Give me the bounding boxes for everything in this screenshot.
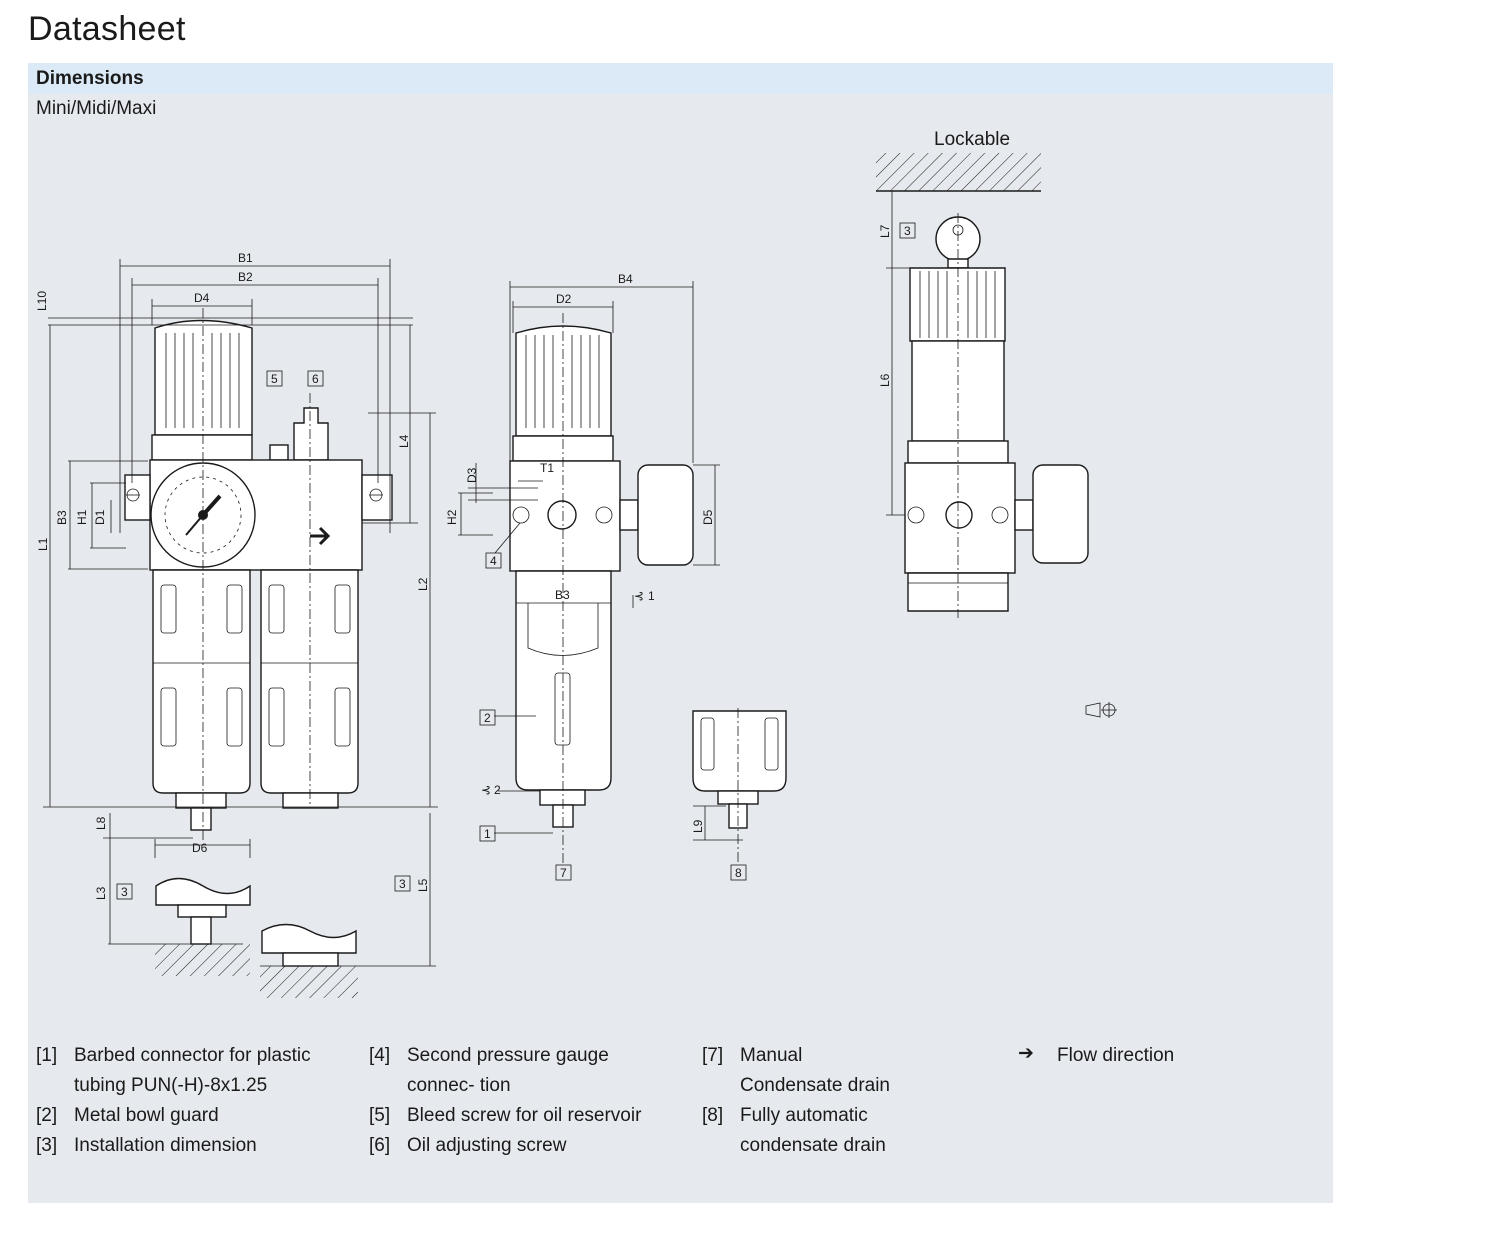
callout-1: 1 [484, 827, 491, 841]
dim-label-l2: L2 [416, 577, 430, 591]
wrench-symbol-1: ⊰ [634, 589, 644, 603]
regulator-side-view: B4 D2 T1 D3 H2 D5 B3 ⊰ 1 ⊰ 2 4 2 1 7 [445, 272, 720, 881]
callout-3-mid: 3 [399, 877, 406, 891]
callout-3-right: 3 [904, 224, 911, 238]
lockable-variant: Lockable [876, 129, 1117, 718]
dim-label-l6: L6 [878, 373, 892, 387]
callout-5: 5 [271, 372, 278, 386]
dimensions-panel: Dimensions Mini/Midi/Maxi [28, 63, 1333, 1203]
dim-label-b3-left: B3 [55, 510, 69, 525]
callout-2: 2 [484, 711, 491, 725]
page-title: Datasheet [28, 10, 186, 48]
lockable-label: Lockable [934, 129, 1010, 150]
section-title: Dimensions [36, 68, 144, 89]
dim-label-d5: D5 [701, 509, 715, 525]
dim-label-d4: D4 [194, 291, 210, 305]
frl-unit-front-view: B1 B2 D4 L10 L1 B3 H1 D1 L4 L2 L8 D6 L3 … [35, 251, 438, 998]
automatic-drain-detail: L9 8 [691, 708, 787, 881]
dim-label-wrench1: 1 [648, 589, 655, 603]
dim-label-b4: B4 [618, 272, 633, 286]
callout-3-left: 3 [121, 885, 128, 899]
callout-7: 7 [560, 866, 567, 880]
panel-header: Dimensions [28, 63, 1333, 94]
dim-label-l1: L1 [36, 537, 50, 551]
callout-8: 8 [735, 866, 742, 880]
dim-label-l4: L4 [397, 434, 411, 448]
dim-label-l7: L7 [878, 224, 892, 238]
section-subtitle: Mini/Midi/Maxi [36, 98, 157, 119]
dim-label-wrench2: 2 [494, 783, 501, 797]
dim-label-b2: B2 [238, 270, 253, 284]
dim-label-b1: B1 [238, 251, 253, 265]
callout-4: 4 [490, 554, 497, 568]
dim-label-l8: L8 [94, 816, 108, 830]
wrench-symbol-2: ⊰ [481, 783, 491, 797]
dim-label-l3: L3 [94, 886, 108, 900]
dim-label-l9: L9 [691, 819, 705, 833]
dim-label-d2: D2 [556, 292, 572, 306]
dimension-drawing: B1 B2 D4 L10 L1 B3 H1 D1 L4 L2 L8 D6 L3 … [35, 129, 1117, 998]
dim-label-l5: L5 [416, 878, 430, 892]
dim-label-t1: T1 [540, 461, 554, 475]
callout-6: 6 [312, 372, 319, 386]
dim-label-d1: D1 [93, 509, 107, 525]
dim-label-d6: D6 [192, 841, 208, 855]
dim-label-d3: D3 [465, 467, 479, 483]
flow-direction-label: Flow direction [1057, 1045, 1175, 1066]
dim-label-b3-mid: B3 [555, 588, 570, 602]
dim-label-h1: H1 [75, 509, 89, 525]
dim-label-l10: L10 [35, 291, 49, 311]
flow-direction-arrow-icon: ➔ [1018, 1043, 1034, 1064]
dim-label-h2: H2 [445, 509, 459, 525]
